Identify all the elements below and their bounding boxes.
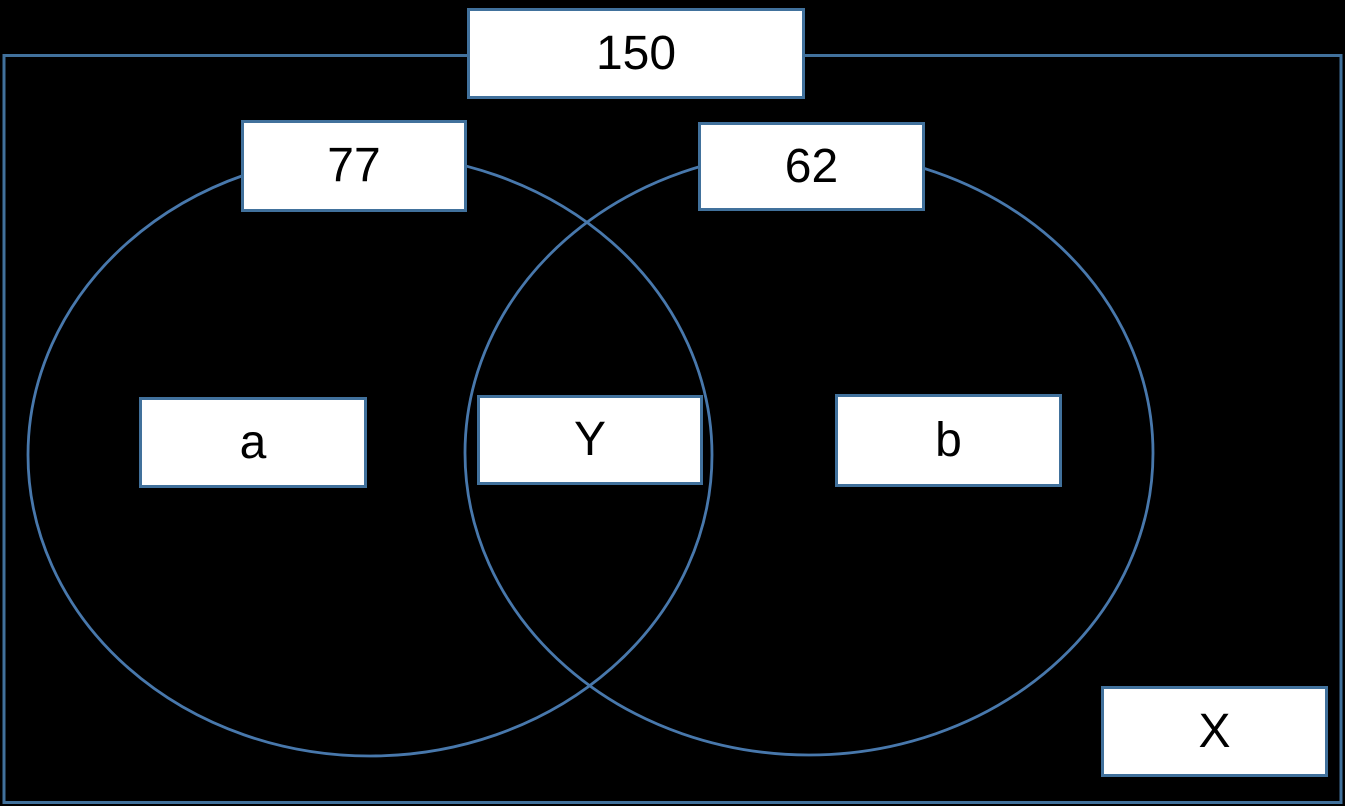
universe-label-value: X [1198, 704, 1231, 758]
left-set-count-value: 77 [327, 139, 381, 192]
universe-label-box: X [1101, 686, 1328, 777]
right-only-region-box: b [835, 394, 1062, 487]
right-only-region-label: b [935, 413, 962, 467]
intersection-region-box: Y [477, 395, 703, 485]
right-set-count-value: 62 [784, 139, 839, 193]
total-count-value: 150 [595, 26, 677, 80]
right-set-count-box: 62 [698, 122, 925, 211]
left-only-region-label: a [239, 415, 267, 469]
intersection-region-label: Y [573, 413, 606, 466]
left-set-count-box: 77 [241, 120, 467, 212]
left-only-region-box: a [139, 397, 367, 488]
total-count-box: 150 [467, 8, 805, 99]
